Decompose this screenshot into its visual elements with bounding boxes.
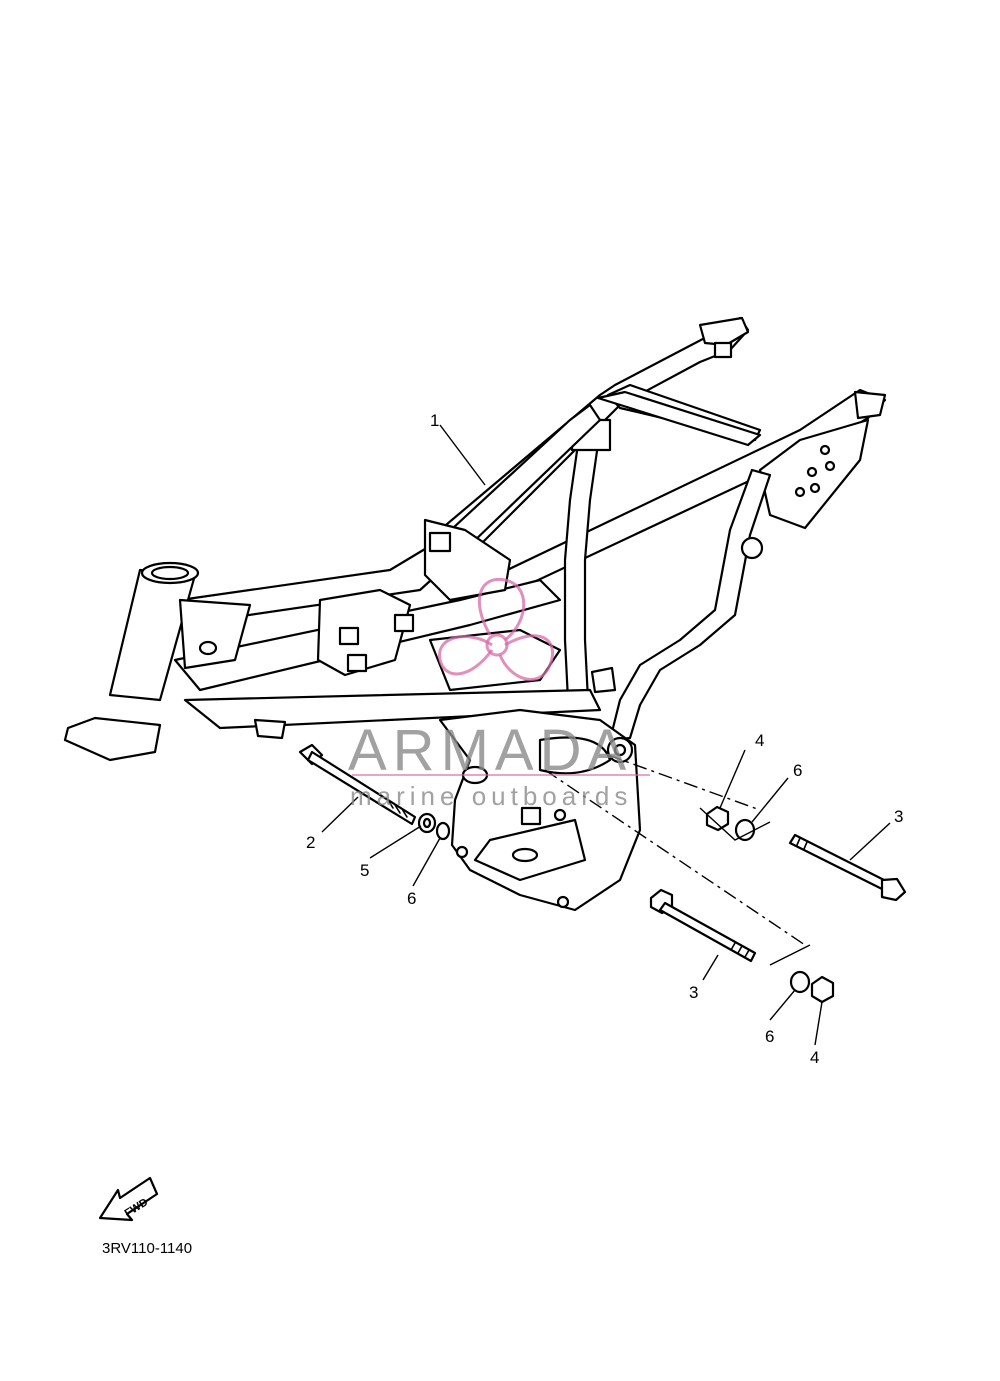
callout-2: 2 [306,833,315,852]
callout-6-left: 6 [407,889,416,908]
nut-4-upper [705,805,730,832]
callout-4-upper: 4 [755,731,764,750]
assembly-centerlines [544,754,811,966]
washer-6-upper [734,818,756,842]
armada-watermark: ARMADA marine outboards [348,577,650,811]
callout-6-upper: 6 [793,761,802,780]
leader-lines [321,424,891,1046]
bolt-2 [298,743,417,826]
propeller-logo-icon [438,577,555,681]
callout-1: 1 [430,411,439,430]
diagram-code: 3RV110-1140 [102,1240,193,1257]
nut-4-lower [810,975,835,1004]
callout-labels: 1 2 5 6 4 6 3 3 6 4 [306,411,903,1067]
watermark-brand: ARMADA [348,718,632,783]
callout-3-right: 3 [894,807,903,826]
bolt-3-lower [649,888,757,963]
callout-6-lower: 6 [765,1027,774,1046]
washer-6-lower [789,970,811,994]
callout-4-lower: 4 [810,1048,819,1067]
bolt-3-right [788,833,907,902]
callout-5: 5 [360,861,369,880]
callout-3-lower: 3 [689,983,698,1002]
washer-6-left [435,821,451,841]
watermark-tagline: marine outboards [350,781,632,811]
washer-5 [417,812,437,834]
fwd-arrow-icon: FWD [98,1176,159,1222]
frame-assembly [63,316,887,912]
